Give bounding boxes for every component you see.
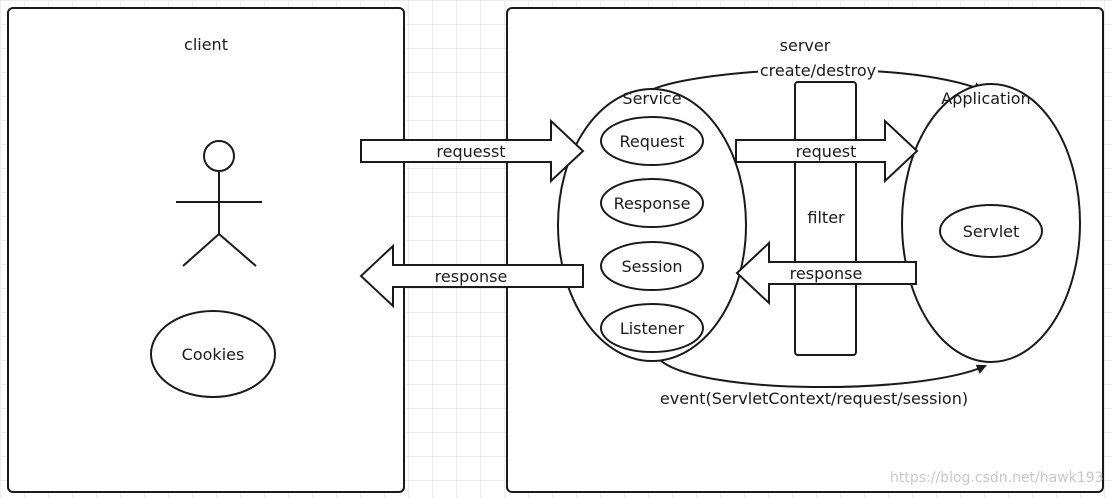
filter-response-label: response bbox=[790, 264, 863, 283]
filter-label: filter bbox=[807, 208, 845, 227]
event-label: event(ServletContext/request/session) bbox=[660, 389, 968, 408]
client-response-label: response bbox=[435, 267, 508, 286]
service-label: Service bbox=[622, 89, 681, 108]
application-label: Application bbox=[941, 89, 1030, 108]
create-destroy-label-bg bbox=[758, 59, 878, 81]
session-node bbox=[600, 241, 704, 291]
filter-request-label: request bbox=[796, 142, 857, 161]
server-label: server bbox=[780, 36, 831, 55]
client-request-arrow bbox=[360, 118, 585, 184]
response-node-label: Response bbox=[614, 194, 691, 213]
request-node-label: Request bbox=[620, 132, 685, 151]
listener-node bbox=[600, 303, 704, 353]
watermark-text: https://blog.csdn.net/hawk193 bbox=[890, 470, 1104, 486]
client-request-label: requesst bbox=[436, 142, 505, 161]
client-response-arrow bbox=[359, 243, 584, 309]
create-destroy-label: create/destroy bbox=[760, 61, 876, 80]
filter-response-arrow bbox=[735, 240, 917, 306]
filter-request-arrow bbox=[735, 118, 919, 184]
event-edge bbox=[659, 359, 987, 389]
servlet-label: Servlet bbox=[963, 222, 1020, 241]
cookies-label: Cookies bbox=[182, 345, 245, 364]
listener-node-label: Listener bbox=[620, 319, 685, 338]
cookies-node bbox=[150, 310, 276, 398]
request-node bbox=[600, 116, 704, 166]
client-label: client bbox=[184, 35, 228, 54]
response-node bbox=[600, 178, 704, 228]
client-frame bbox=[7, 7, 405, 493]
servlet-node bbox=[939, 204, 1043, 258]
user-actor-icon bbox=[176, 140, 262, 267]
session-node-label: Session bbox=[621, 257, 682, 276]
